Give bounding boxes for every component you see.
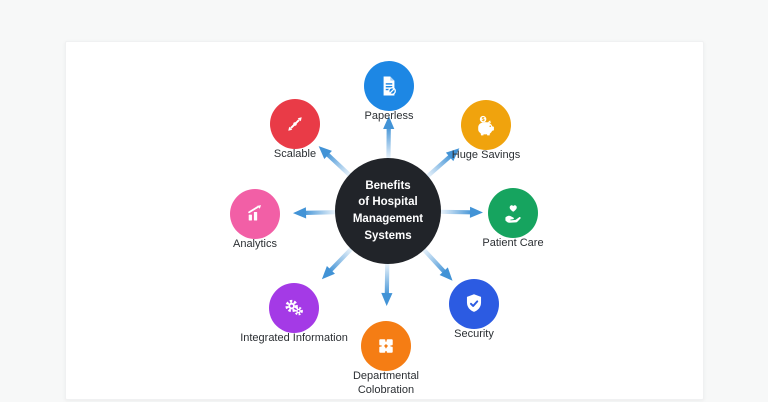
- arrow-to-patient-care: [439, 206, 483, 218]
- paperless-document-icon: [383, 76, 396, 96]
- connector-arrows: [293, 116, 483, 306]
- node-label-scalable: Scalable: [273, 148, 317, 160]
- arrow-to-departmental: [381, 262, 393, 306]
- node-circle-departmental: [361, 321, 411, 371]
- center-title-line: Management: [352, 213, 424, 225]
- node-label-patient-care: Patient Care: [482, 237, 544, 249]
- diagram-card: Benefits of Hospital Management Systems …: [65, 41, 704, 400]
- center-title-line: of Hospital: [358, 196, 418, 209]
- svg-text:$: $: [482, 117, 485, 123]
- arrow-to-scalable: [318, 146, 352, 178]
- node-circle-patient-care: [488, 188, 538, 238]
- center-title-line: Benefits: [365, 179, 411, 192]
- node-circle-integrated: [269, 283, 319, 333]
- gears-icon: [285, 299, 303, 316]
- shield-check-icon: [466, 294, 482, 312]
- node-circle-huge-savings: $: [461, 100, 511, 150]
- node-circle-analytics: [230, 189, 280, 239]
- node-circle-paperless: [364, 61, 414, 111]
- node-label-departmental: Departmental Colobration: [352, 370, 420, 396]
- arrow-to-integrated: [321, 246, 354, 280]
- center-node: Benefits of Hospital Management Systems: [335, 158, 441, 264]
- node-circle-scalable: [270, 99, 320, 149]
- node-label-integrated: Integrated Information: [240, 332, 348, 344]
- node-circle-security: [449, 279, 499, 329]
- piggy-bank-icon: $: [478, 115, 494, 136]
- node-label-analytics: Analytics: [232, 238, 278, 250]
- arrow-to-huge-savings: [425, 148, 460, 179]
- expand-arrows-icon: [288, 117, 302, 131]
- arrow-to-paperless: [383, 116, 395, 160]
- bar-chart-growth-icon: [248, 205, 262, 221]
- node-label-huge-savings: Huge Savings: [451, 149, 521, 161]
- center-title-line: Systems: [364, 229, 412, 242]
- arrow-to-security: [421, 247, 453, 281]
- node-label-paperless: Paperless: [364, 110, 414, 122]
- arrow-to-analytics: [293, 207, 337, 219]
- puzzle-pieces-icon: [379, 339, 393, 353]
- node-label-security: Security: [454, 328, 494, 340]
- hand-heart-icon: [505, 205, 521, 223]
